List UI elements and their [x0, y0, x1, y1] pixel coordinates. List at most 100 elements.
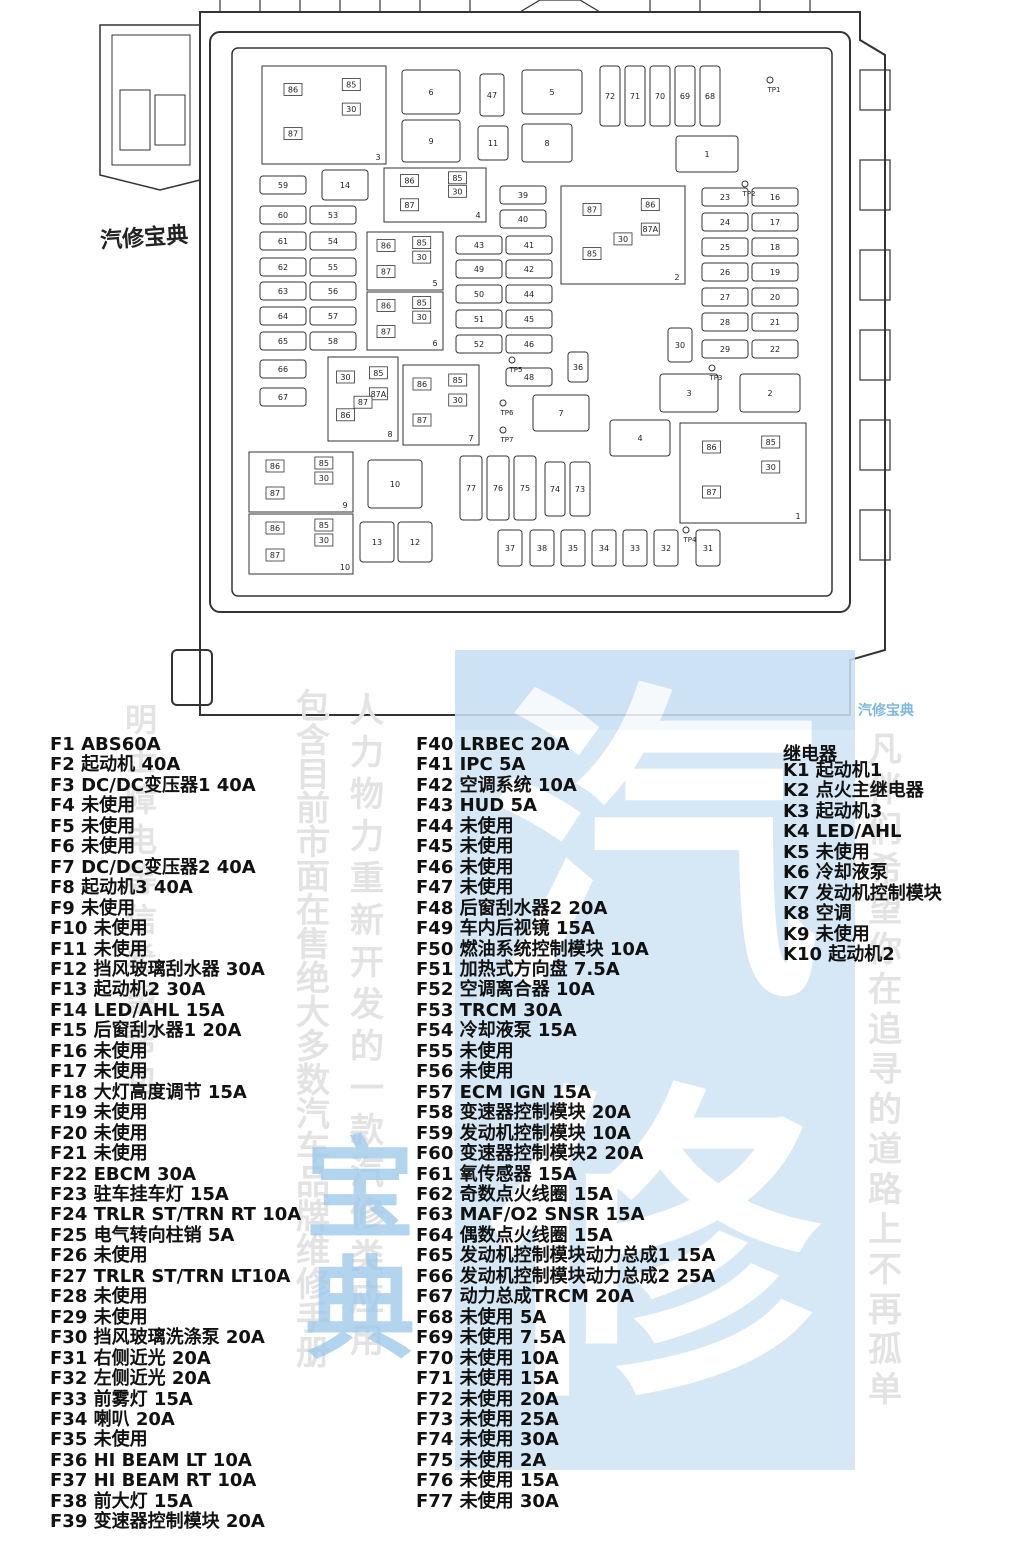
fuse-number: 6	[428, 88, 433, 97]
fuse-number: 60	[278, 211, 288, 220]
relay-number: 9	[342, 501, 347, 510]
fuse-legend-item: F21 未使用	[50, 1143, 148, 1165]
fuse-legend-item: F40 LRBEC 20A	[416, 734, 570, 755]
fuse-number: 8	[544, 139, 549, 148]
relay-pin	[341, 102, 361, 116]
fuse-slot	[751, 312, 799, 332]
relay-pin-label: 86	[340, 411, 350, 420]
fuse-slot	[513, 455, 537, 521]
relay-pin-label: 85	[766, 438, 776, 447]
relay-pin-label: 87	[270, 551, 280, 560]
relay-pin-label: 30	[346, 105, 356, 114]
relay-pin-label: 86	[404, 177, 414, 186]
fuse-number: 52	[474, 340, 484, 349]
relay-number: 2	[674, 273, 679, 282]
fuse-legend-item: F27 TRLR ST/TRN LT10A	[50, 1265, 291, 1287]
fuse-number: 41	[524, 241, 534, 250]
relay-pin-label: 85	[346, 81, 356, 90]
relay-pin-label: 86	[288, 86, 298, 95]
fuse-legend-item: F47 未使用	[416, 877, 514, 899]
fuse-number: 16	[770, 193, 780, 202]
relay-pin-label: 86	[270, 462, 280, 471]
fuse-slot	[505, 259, 553, 279]
fuse-number: 57	[328, 312, 338, 321]
fuse-legend-item: F71 未使用 15A	[416, 1368, 559, 1390]
relay-pin-label: 86	[270, 524, 280, 533]
relay-pin	[412, 250, 432, 264]
relay-legend-item: K8 空调	[783, 903, 852, 925]
relay-pin	[448, 184, 467, 198]
fuse-slot	[674, 65, 696, 127]
fuse-slot	[505, 367, 553, 387]
fuse-legend-item: F36 HI BEAM LT 10A	[50, 1449, 252, 1471]
fuse-legend-item: F55 未使用	[416, 1040, 514, 1062]
fuse-slot	[675, 135, 739, 173]
relay-number: 4	[475, 211, 480, 220]
fuse-slot	[259, 331, 307, 351]
fuse-legend-item: F69 未使用 7.5A	[416, 1327, 566, 1349]
fuse-number: 58	[328, 337, 338, 346]
relay-pin-label: 87	[404, 201, 414, 210]
fuse-legend-item: F41 IPC 5A	[416, 754, 526, 776]
fuse-legend-item: F75 未使用 2A	[416, 1449, 547, 1471]
fuse-legend-item: F11 未使用	[50, 938, 148, 960]
fuse-slot	[259, 231, 307, 251]
fuse-number: 17	[770, 218, 780, 227]
fuse-slot	[521, 69, 583, 115]
corner-logo: 汽修宝典	[858, 703, 914, 719]
relay-number: 1	[795, 512, 800, 521]
fuse-number: 30	[675, 341, 685, 350]
fuse-legend-item: F9 未使用	[50, 897, 136, 919]
fuse-legend-item: F18 大灯高度调节 15A	[50, 1081, 247, 1103]
relay-legend-item: K1 起动机1	[783, 760, 883, 781]
fuse-number: 1	[704, 150, 709, 159]
fuse-legend-item: F45 未使用	[416, 836, 514, 858]
test-point-label: TP6	[500, 409, 514, 417]
relay-pin-label: 86	[381, 302, 391, 311]
fuse-legend-item: F20 未使用	[50, 1122, 148, 1144]
stamp-text: 汽修宝典	[99, 221, 189, 255]
fuse-slot	[505, 284, 553, 304]
fuse-legend-item: F64 偶数点火线圈 15A	[416, 1224, 613, 1246]
fuse-legend-item: F70 未使用 10A	[416, 1347, 559, 1369]
fuse-slot	[659, 373, 719, 413]
relay-pin	[582, 247, 602, 261]
fuse-number: 63	[278, 287, 288, 296]
test-point-label: TP1	[767, 86, 781, 94]
fuse-number: 39	[518, 191, 528, 200]
relay-pin	[376, 325, 396, 339]
fuse-slot	[401, 69, 461, 115]
fuse-slot	[653, 529, 679, 567]
fuse-number: 59	[278, 181, 288, 190]
test-point-label: TP2	[742, 190, 756, 198]
relay-pin-label: 30	[319, 536, 329, 545]
watermark-mid: 宝典	[305, 1126, 415, 1374]
fuse-slot	[259, 359, 307, 379]
relay-number: 5	[432, 279, 437, 288]
relay-legend-item: K9 未使用	[783, 923, 870, 945]
relay-number: 6	[432, 339, 437, 348]
relay-pin	[376, 239, 396, 252]
fuse-legend-item: F44 未使用	[416, 815, 514, 837]
relay-pin	[448, 171, 467, 185]
fuse-slot	[649, 65, 671, 127]
fuse-legend-item: F62 奇数点火线圈 15A	[416, 1183, 613, 1205]
fuse-number: 73	[575, 485, 585, 494]
relay-pin-label: 85	[417, 299, 427, 308]
relay-pin-label: 85	[373, 369, 383, 378]
fuse-number: 20	[770, 293, 780, 302]
fuse-number: 14	[340, 181, 350, 190]
fuse-legend-item: F5 未使用	[50, 815, 136, 837]
fuse-legend-item: F22 EBCM 30A	[50, 1163, 196, 1185]
fuse-number: 47	[487, 91, 497, 100]
relay-pin	[376, 299, 396, 312]
fuse-legend-item: F53 TRCM 30A	[416, 999, 563, 1021]
relay-pin-label: 86	[645, 201, 655, 210]
fuse-legend-item: F50 燃油系统控制模块 10A	[416, 938, 649, 960]
relay-pin-label: 85	[452, 174, 462, 183]
fuse-legend-item: F66 发动机控制模块动力总成2 25A	[416, 1265, 716, 1287]
fuse-number: 72	[605, 92, 615, 101]
relay-pin-label: 30	[417, 253, 427, 262]
fuse-legend-item: F67 动力总成TRCM 20A	[416, 1286, 635, 1308]
